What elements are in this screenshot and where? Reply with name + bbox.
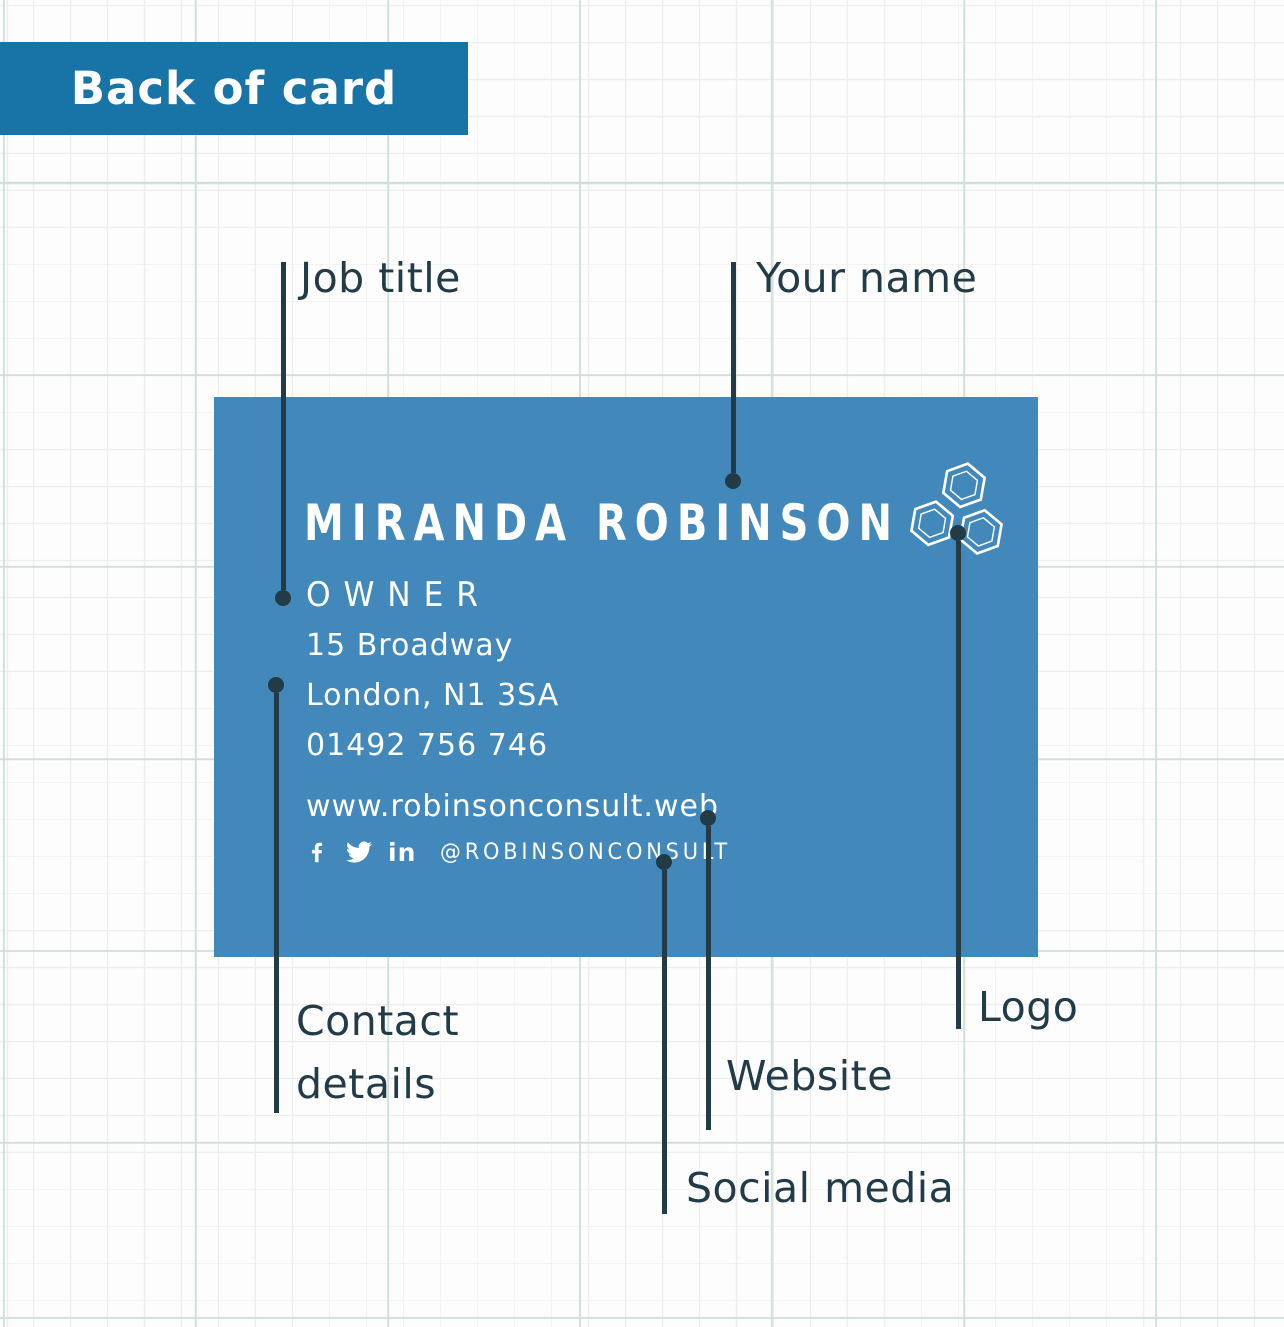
card-job-title: OWNER [306,575,491,615]
social-media-callout-dot [656,854,672,870]
contact-details-callout-line [274,693,279,1113]
business-card-back: MIRANDA ROBINSON OWNER 15 Broadway Londo… [214,397,1038,957]
card-contact-details: 15 Broadway London, N1 3SA 01492 756 746 [306,621,559,771]
card-address-line2: London, N1 3SA [306,678,560,713]
website-callout-label: Website [726,1052,893,1100]
banner-label: Back of card [70,62,398,115]
job-title-callout-line [281,262,286,590]
your-name-callout-dot [725,473,741,489]
social-media-callout-line [662,870,667,1214]
website-callout-line [706,826,711,1130]
twitter-icon [344,839,374,865]
card-social-handle: @ROBINSONCONSULT [440,839,732,865]
logo-callout-line [956,541,961,1029]
company-logo-icon [904,453,1014,563]
logo-callout-dot [950,525,966,541]
website-callout-dot [700,810,716,826]
facebook-icon [304,839,330,865]
your-name-callout-line [731,262,736,473]
card-phone: 01492 756 746 [306,728,549,763]
linkedin-icon: in [388,837,417,867]
card-address-line1: 15 Broadway [306,628,514,663]
logo-callout-label: Logo [978,983,1079,1031]
your-name-callout-label: Your name [756,254,978,302]
card-name: MIRANDA ROBINSON [304,494,900,552]
contact-details-callout-label: Contact details [296,997,460,1108]
social-media-callout-label: Social media [686,1164,955,1212]
back-of-card-banner: Back of card [0,42,468,135]
card-social-row: in @ROBINSONCONSULT [304,835,747,869]
contact-details-callout-dot [268,677,284,693]
card-website-url: www.robinsonconsult.web [306,789,719,824]
job-title-callout-dot [275,590,291,606]
job-title-callout-label: Job title [300,254,461,302]
